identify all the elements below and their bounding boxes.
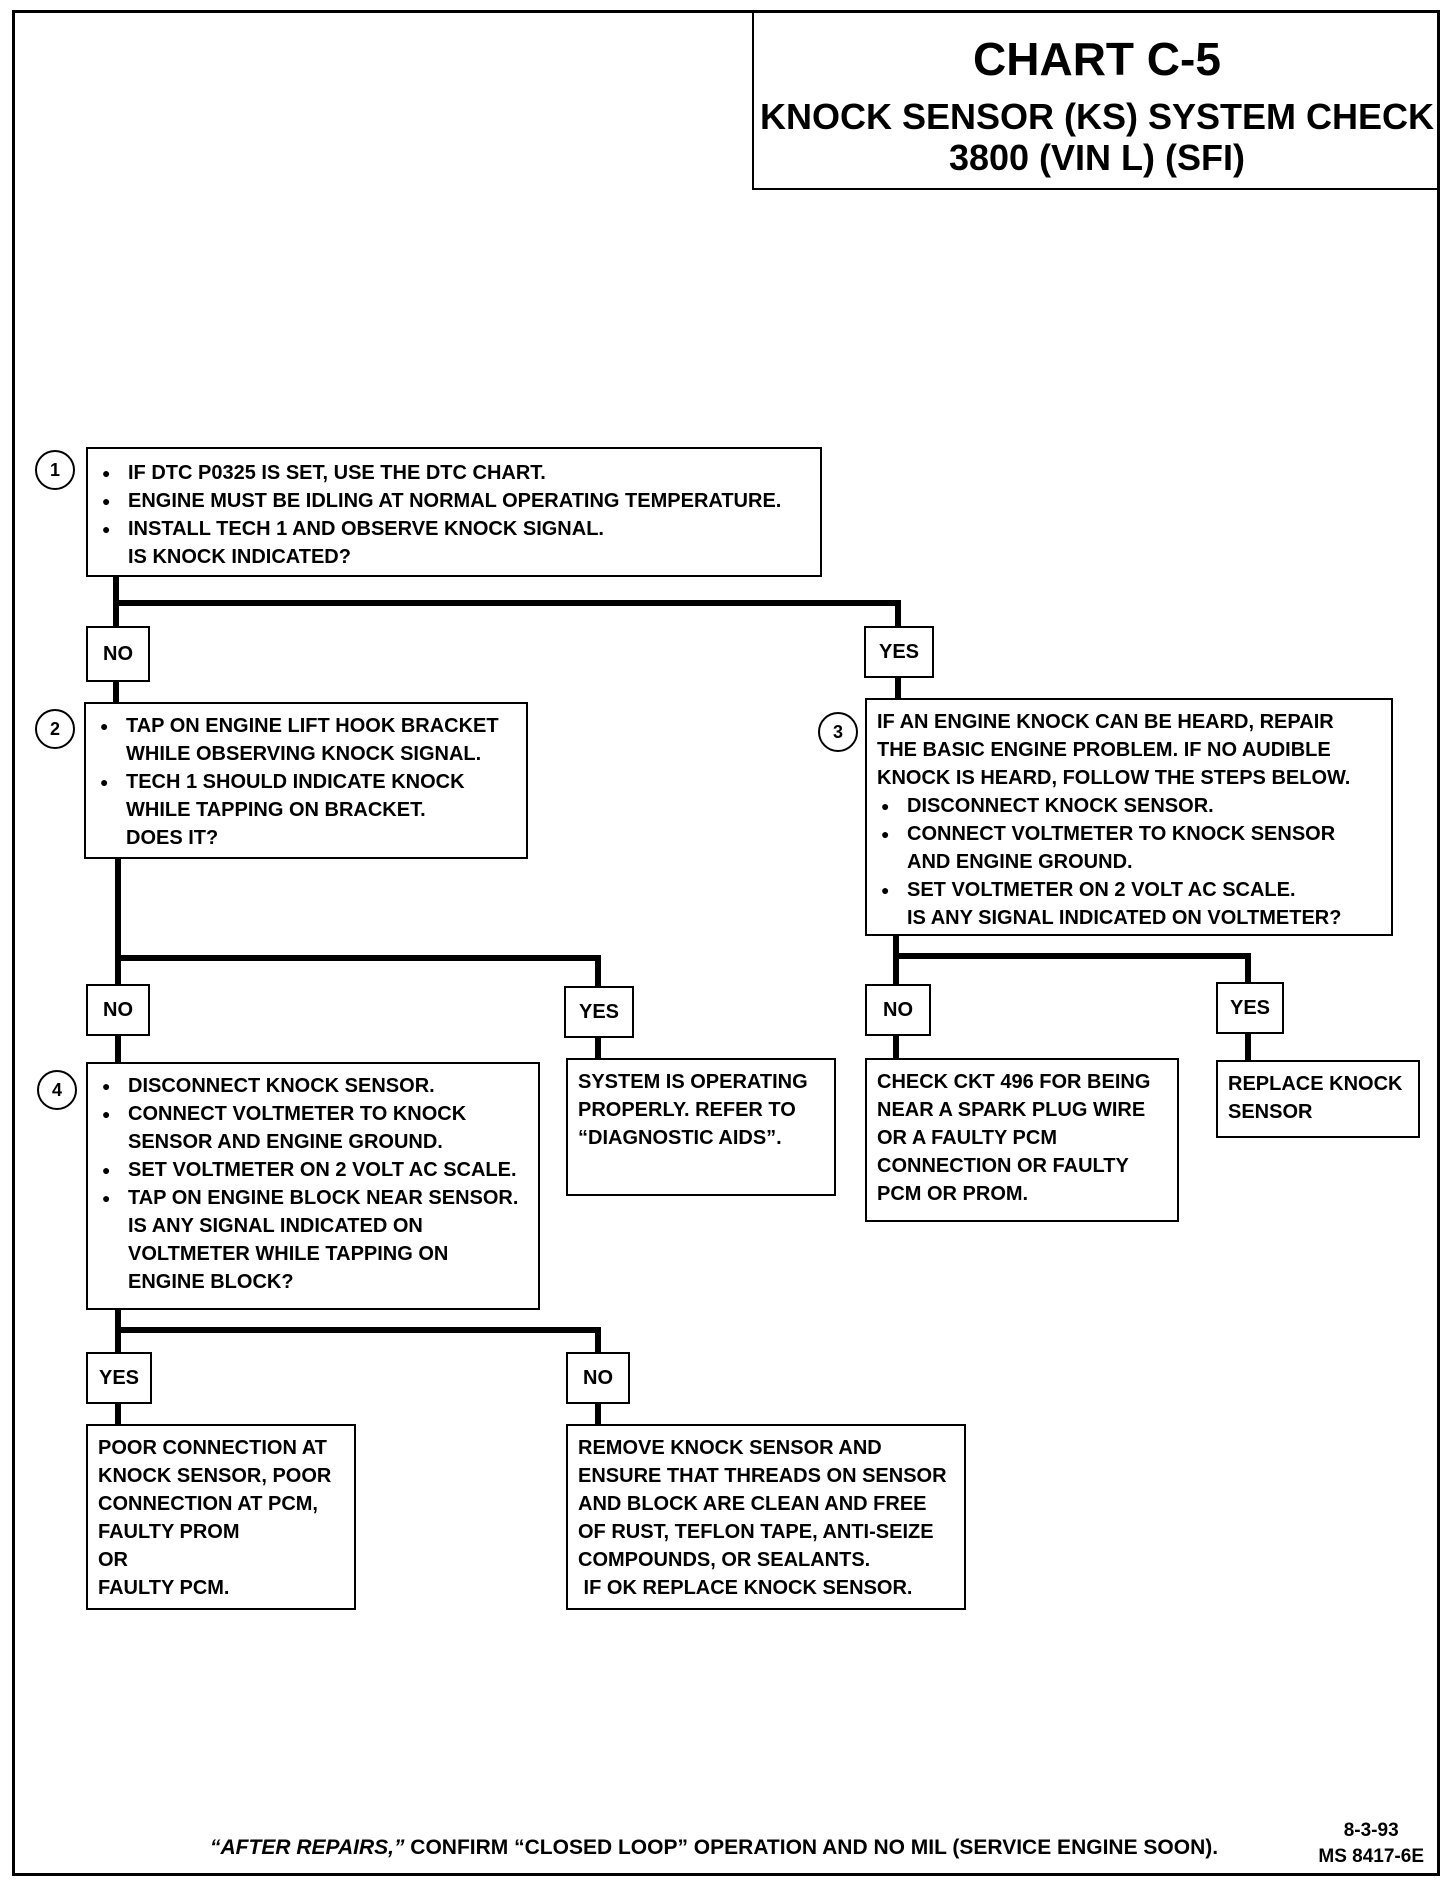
step-3-bullet-line: AND ENGINE GROUND.	[907, 851, 1133, 873]
step-3-intro-line: IF AN ENGINE KNOCK CAN BE HEARD, REPAIR	[877, 711, 1334, 733]
step-2-bullet-line: WHILE TAPPING ON BRACKET.	[126, 799, 426, 821]
footer-note-emphasis: “AFTER REPAIRS,”	[210, 1836, 405, 1859]
step-4-marker: 4	[37, 1070, 77, 1110]
result-line: OR	[98, 1549, 128, 1571]
step-4-no-label: NO	[566, 1352, 630, 1404]
step-1-no-label: NO	[86, 626, 150, 682]
step-4-bullets: DISCONNECT KNOCK SENSOR. CONNECT VOLTMET…	[98, 1072, 528, 1212]
title-block: CHART C-5 KNOCK SENSOR (KS) SYSTEM CHECK…	[752, 10, 1440, 190]
result-line: COMPOUNDS, OR SEALANTS.	[578, 1549, 871, 1571]
result-line: POOR CONNECTION AT	[98, 1437, 327, 1459]
connector-s2-yes	[115, 955, 601, 1003]
result-line: CHECK CKT 496 FOR BEING	[877, 1071, 1151, 1093]
step-4-question-line: IS ANY SIGNAL INDICATED ON	[128, 1215, 423, 1237]
result-line: REPLACE KNOCK	[1228, 1073, 1403, 1095]
step-4-question-line: ENGINE BLOCK?	[128, 1271, 294, 1293]
chart-title-line-2: 3800 (VIN L) (SFI)	[948, 137, 1246, 179]
step-1-bullet: IF DTC P0325 IS SET, USE THE DTC CHART.	[98, 459, 810, 487]
result-poor-connection: POOR CONNECTION AT KNOCK SENSOR, POOR CO…	[86, 1424, 356, 1610]
chart-number: CHART C-5	[973, 33, 1221, 85]
page-border	[12, 10, 1440, 1876]
step-4-yes-label: YES	[86, 1352, 152, 1404]
step-2-no-label: NO	[86, 984, 150, 1036]
result-line: PCM OR PROM.	[877, 1183, 1029, 1205]
result-line: OF RUST, TEFLON TAPE, ANTI-SEIZE	[578, 1521, 934, 1543]
result-replace-knock-sensor: REPLACE KNOCK SENSOR	[1216, 1060, 1420, 1138]
result-line: “DIAGNOSTIC AIDS”.	[578, 1127, 782, 1149]
footer-note: “AFTER REPAIRS,” CONFIRM “CLOSED LOOP” O…	[210, 1836, 1218, 1860]
step-2-bullet-line: WHILE OBSERVING KNOCK SIGNAL.	[126, 743, 482, 765]
step-3-intro-line: KNOCK IS HEARD, FOLLOW THE STEPS BELOW.	[877, 767, 1351, 789]
step-1-bullet: INSTALL TECH 1 AND OBSERVE KNOCK SIGNAL.	[98, 515, 810, 543]
step-4-bullet: CONNECT VOLTMETER TO KNOCK SENSOR AND EN…	[98, 1100, 528, 1156]
connector-s4-no	[115, 1327, 601, 1359]
step-4-box: DISCONNECT KNOCK SENSOR. CONNECT VOLTMET…	[86, 1062, 540, 1310]
step-2-bullet-line: TAP ON ENGINE LIFT HOOK BRACKET	[126, 715, 499, 737]
step-3-box: IF AN ENGINE KNOCK CAN BE HEARD, REPAIR …	[865, 698, 1393, 936]
result-line: IF OK REPLACE KNOCK SENSOR.	[578, 1577, 913, 1599]
step-1-marker: 1	[35, 450, 75, 490]
connector-s3-yes	[893, 953, 1251, 991]
step-3-bullet: SET VOLTMETER ON 2 VOLT AC SCALE.	[877, 876, 1381, 904]
step-4-question-line: VOLTMETER WHILE TAPPING ON	[128, 1243, 449, 1265]
step-2-bullets: TAP ON ENGINE LIFT HOOK BRACKET WHILE OB…	[96, 712, 516, 824]
result-line: FAULTY PROM	[98, 1521, 240, 1543]
result-line: AND BLOCK ARE CLEAN AND FREE	[578, 1493, 927, 1515]
step-3-question: IS ANY SIGNAL INDICATED ON VOLTMETER?	[907, 907, 1342, 929]
step-2-bullet-line: TECH 1 SHOULD INDICATE KNOCK	[126, 771, 465, 793]
step-4-bullet-line: CONNECT VOLTMETER TO KNOCK	[128, 1103, 467, 1125]
step-4-bullet: DISCONNECT KNOCK SENSOR.	[98, 1072, 528, 1100]
step-1-yes-label: YES	[864, 626, 934, 678]
chart-title-line-1: KNOCK SENSOR (KS) SYSTEM CHECK	[759, 96, 1435, 137]
step-3-intro-line: THE BASIC ENGINE PROBLEM. IF NO AUDIBLE	[877, 739, 1331, 761]
step-2-question: DOES IT?	[126, 827, 219, 849]
result-line: OR A FAULTY PCM	[877, 1127, 1057, 1149]
step-4-bullet-line: SENSOR AND ENGINE GROUND.	[128, 1131, 443, 1153]
result-line: REMOVE KNOCK SENSOR AND	[578, 1437, 882, 1459]
step-2-bullet: TECH 1 SHOULD INDICATE KNOCK WHILE TAPPI…	[96, 768, 516, 824]
step-2-yes-label: YES	[564, 986, 634, 1038]
result-line: CONNECTION OR FAULTY	[877, 1155, 1129, 1177]
result-line: NEAR A SPARK PLUG WIRE	[877, 1099, 1146, 1121]
result-check-ckt-496: CHECK CKT 496 FOR BEING NEAR A SPARK PLU…	[865, 1058, 1179, 1222]
step-2-bullet: TAP ON ENGINE LIFT HOOK BRACKET WHILE OB…	[96, 712, 516, 768]
footer-reference: 8-3-93 MS 8417-6E	[1318, 1818, 1424, 1870]
result-line: FAULTY PCM.	[98, 1577, 230, 1599]
result-line: SENSOR	[1228, 1101, 1313, 1123]
step-3-bullet: CONNECT VOLTMETER TO KNOCK SENSOR AND EN…	[877, 820, 1381, 876]
result-line: ENSURE THAT THREADS ON SENSOR	[578, 1465, 947, 1487]
result-line: SYSTEM IS OPERATING	[578, 1071, 808, 1093]
step-3-marker: 3	[818, 712, 858, 752]
footer-date: 8-3-93	[1343, 1820, 1399, 1841]
result-line: CONNECTION AT PCM,	[98, 1493, 318, 1515]
step-4-bullet: SET VOLTMETER ON 2 VOLT AC SCALE.	[98, 1156, 528, 1184]
step-3-bullet: DISCONNECT KNOCK SENSOR.	[877, 792, 1381, 820]
result-system-ok: SYSTEM IS OPERATING PROPERLY. REFER TO “…	[566, 1058, 836, 1196]
step-3-bullets: DISCONNECT KNOCK SENSOR. CONNECT VOLTMET…	[877, 792, 1381, 904]
step-3-no-label: NO	[865, 984, 931, 1036]
result-remove-knock-sensor: REMOVE KNOCK SENSOR AND ENSURE THAT THRE…	[566, 1424, 966, 1610]
step-3-bullet-line: CONNECT VOLTMETER TO KNOCK SENSOR	[907, 823, 1336, 845]
connector-s1-yes	[113, 600, 901, 629]
step-1-question: IS KNOCK INDICATED?	[128, 546, 351, 568]
result-line: PROPERLY. REFER TO	[578, 1099, 796, 1121]
footer-doc-id: MS 8417-6E	[1318, 1846, 1424, 1867]
result-line: KNOCK SENSOR, POOR	[98, 1465, 332, 1487]
footer-note-text: CONFIRM “CLOSED LOOP” OPERATION AND NO M…	[404, 1836, 1219, 1859]
step-3-yes-label: YES	[1216, 982, 1284, 1034]
step-1-bullet: ENGINE MUST BE IDLING AT NORMAL OPERATIN…	[98, 487, 810, 515]
step-1-box: IF DTC P0325 IS SET, USE THE DTC CHART. …	[86, 447, 822, 577]
step-2-box: TAP ON ENGINE LIFT HOOK BRACKET WHILE OB…	[84, 702, 528, 859]
chart-title: KNOCK SENSOR (KS) SYSTEM CHECK 3800 (VIN…	[754, 96, 1440, 179]
step-4-bullet: TAP ON ENGINE BLOCK NEAR SENSOR.	[98, 1184, 528, 1212]
step-2-marker: 2	[35, 709, 75, 749]
step-1-bullets: IF DTC P0325 IS SET, USE THE DTC CHART. …	[98, 459, 810, 543]
